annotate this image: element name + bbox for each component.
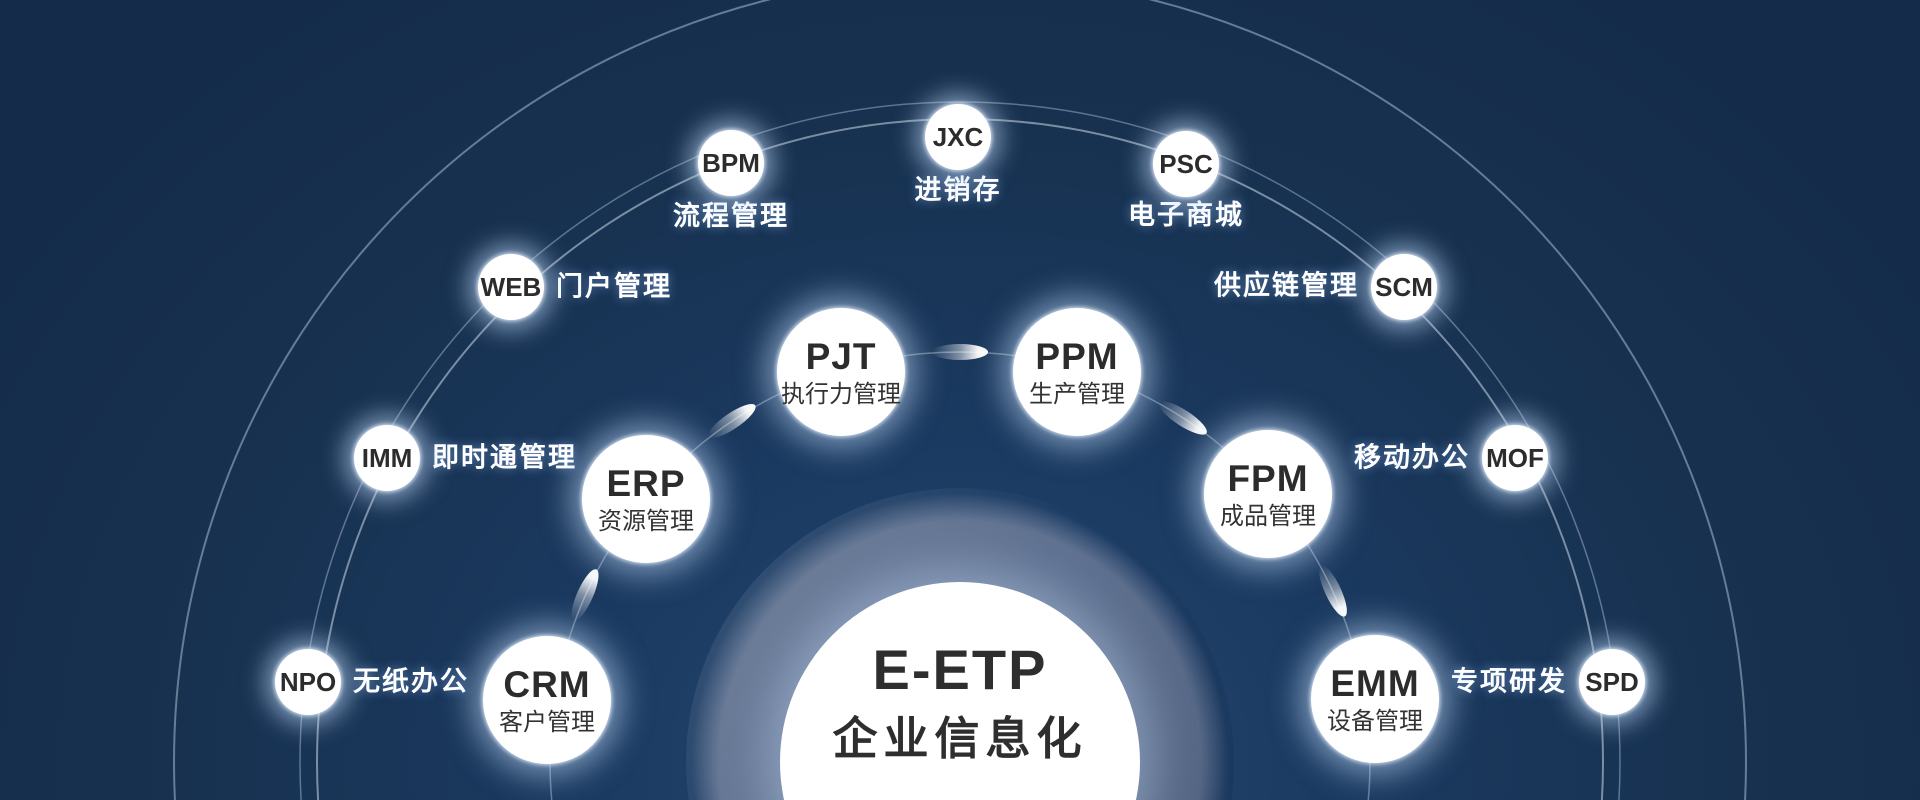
- comet-connector-crm-erp: [571, 569, 599, 621]
- satellite-node-psc: PSC: [1153, 131, 1219, 197]
- module-node-crm: CRM 客户管理: [483, 636, 611, 764]
- comet-connector-ppm-fpm: [1159, 401, 1207, 435]
- module-node-pjt: PJT 执行力管理: [777, 308, 905, 436]
- comet-connector-pjt-ppm: [932, 344, 988, 360]
- satellite-acronym-jxc: JXC: [932, 122, 984, 152]
- satellite-node-jxc: JXC: [925, 104, 991, 170]
- module-node-erp: ERP 资源管理: [582, 435, 710, 563]
- satellite-label-mof: 移动办公: [1354, 442, 1470, 473]
- satellite-acronym-mof: MOF: [1486, 443, 1544, 473]
- module-label-ppm: 生产管理: [1029, 380, 1125, 408]
- module-acronym-fpm: FPM: [1227, 457, 1309, 499]
- satellite-acronym-scm: SCM: [1375, 272, 1433, 302]
- satellite-node-bpm: BPM: [698, 130, 764, 196]
- comet-connector-fpm-emm: [1319, 565, 1347, 617]
- satellite-acronym-spd: SPD: [1585, 667, 1639, 697]
- satellite-acronym-bpm: BPM: [702, 148, 760, 178]
- satellite-label-scm: 供应链管理: [1214, 270, 1359, 301]
- satellite-acronym-npo: NPO: [279, 667, 337, 697]
- satellite-label-bpm: 流程管理: [673, 201, 789, 231]
- module-acronym-crm: CRM: [503, 663, 591, 705]
- satellite-label-web: 门户管理: [556, 271, 672, 302]
- module-label-crm: 客户管理: [499, 708, 595, 736]
- satellite-label-spd: 专项研发: [1451, 666, 1567, 697]
- module-acronym-ppm: PPM: [1035, 335, 1119, 377]
- outer-orbit-ring-b: [299, 101, 1621, 800]
- module-acronym-pjt: PJT: [805, 335, 877, 377]
- satellite-label-jxc: 进销存: [914, 175, 1002, 205]
- satellite-node-imm: IMM: [354, 425, 420, 491]
- decorative-arc: [173, 0, 1747, 800]
- satellite-node-web: WEB: [478, 254, 544, 320]
- module-node-ppm: PPM 生产管理: [1013, 308, 1141, 436]
- module-label-pjt: 执行力管理: [781, 380, 901, 408]
- center-hub-label: 企业信息化: [832, 713, 1088, 764]
- comet-connector-erp-pjt: [708, 403, 756, 439]
- center-hub-acronym: E-ETP: [872, 638, 1048, 701]
- satellite-label-imm: 即时通管理: [432, 442, 577, 473]
- satellite-acronym-imm: IMM: [361, 443, 413, 473]
- satellite-node-spd: SPD: [1579, 649, 1645, 715]
- module-label-emm: 设备管理: [1327, 707, 1423, 735]
- satellite-acronym-psc: PSC: [1159, 149, 1213, 179]
- module-acronym-emm: EMM: [1330, 662, 1420, 704]
- module-label-fpm: 成品管理: [1220, 502, 1316, 530]
- module-label-erp: 资源管理: [598, 507, 694, 535]
- module-node-emm: EMM 设备管理: [1311, 635, 1439, 763]
- satellite-label-npo: 无纸办公: [353, 666, 469, 697]
- satellite-node-npo: NPO: [275, 649, 341, 715]
- module-node-fpm: FPM 成品管理: [1204, 430, 1332, 558]
- satellite-label-psc: 电子商城: [1128, 200, 1244, 230]
- satellite-node-scm: SCM: [1371, 254, 1437, 320]
- satellite-node-mof: MOF: [1482, 425, 1548, 491]
- module-acronym-erp: ERP: [606, 462, 686, 504]
- satellite-acronym-web: WEB: [480, 272, 542, 302]
